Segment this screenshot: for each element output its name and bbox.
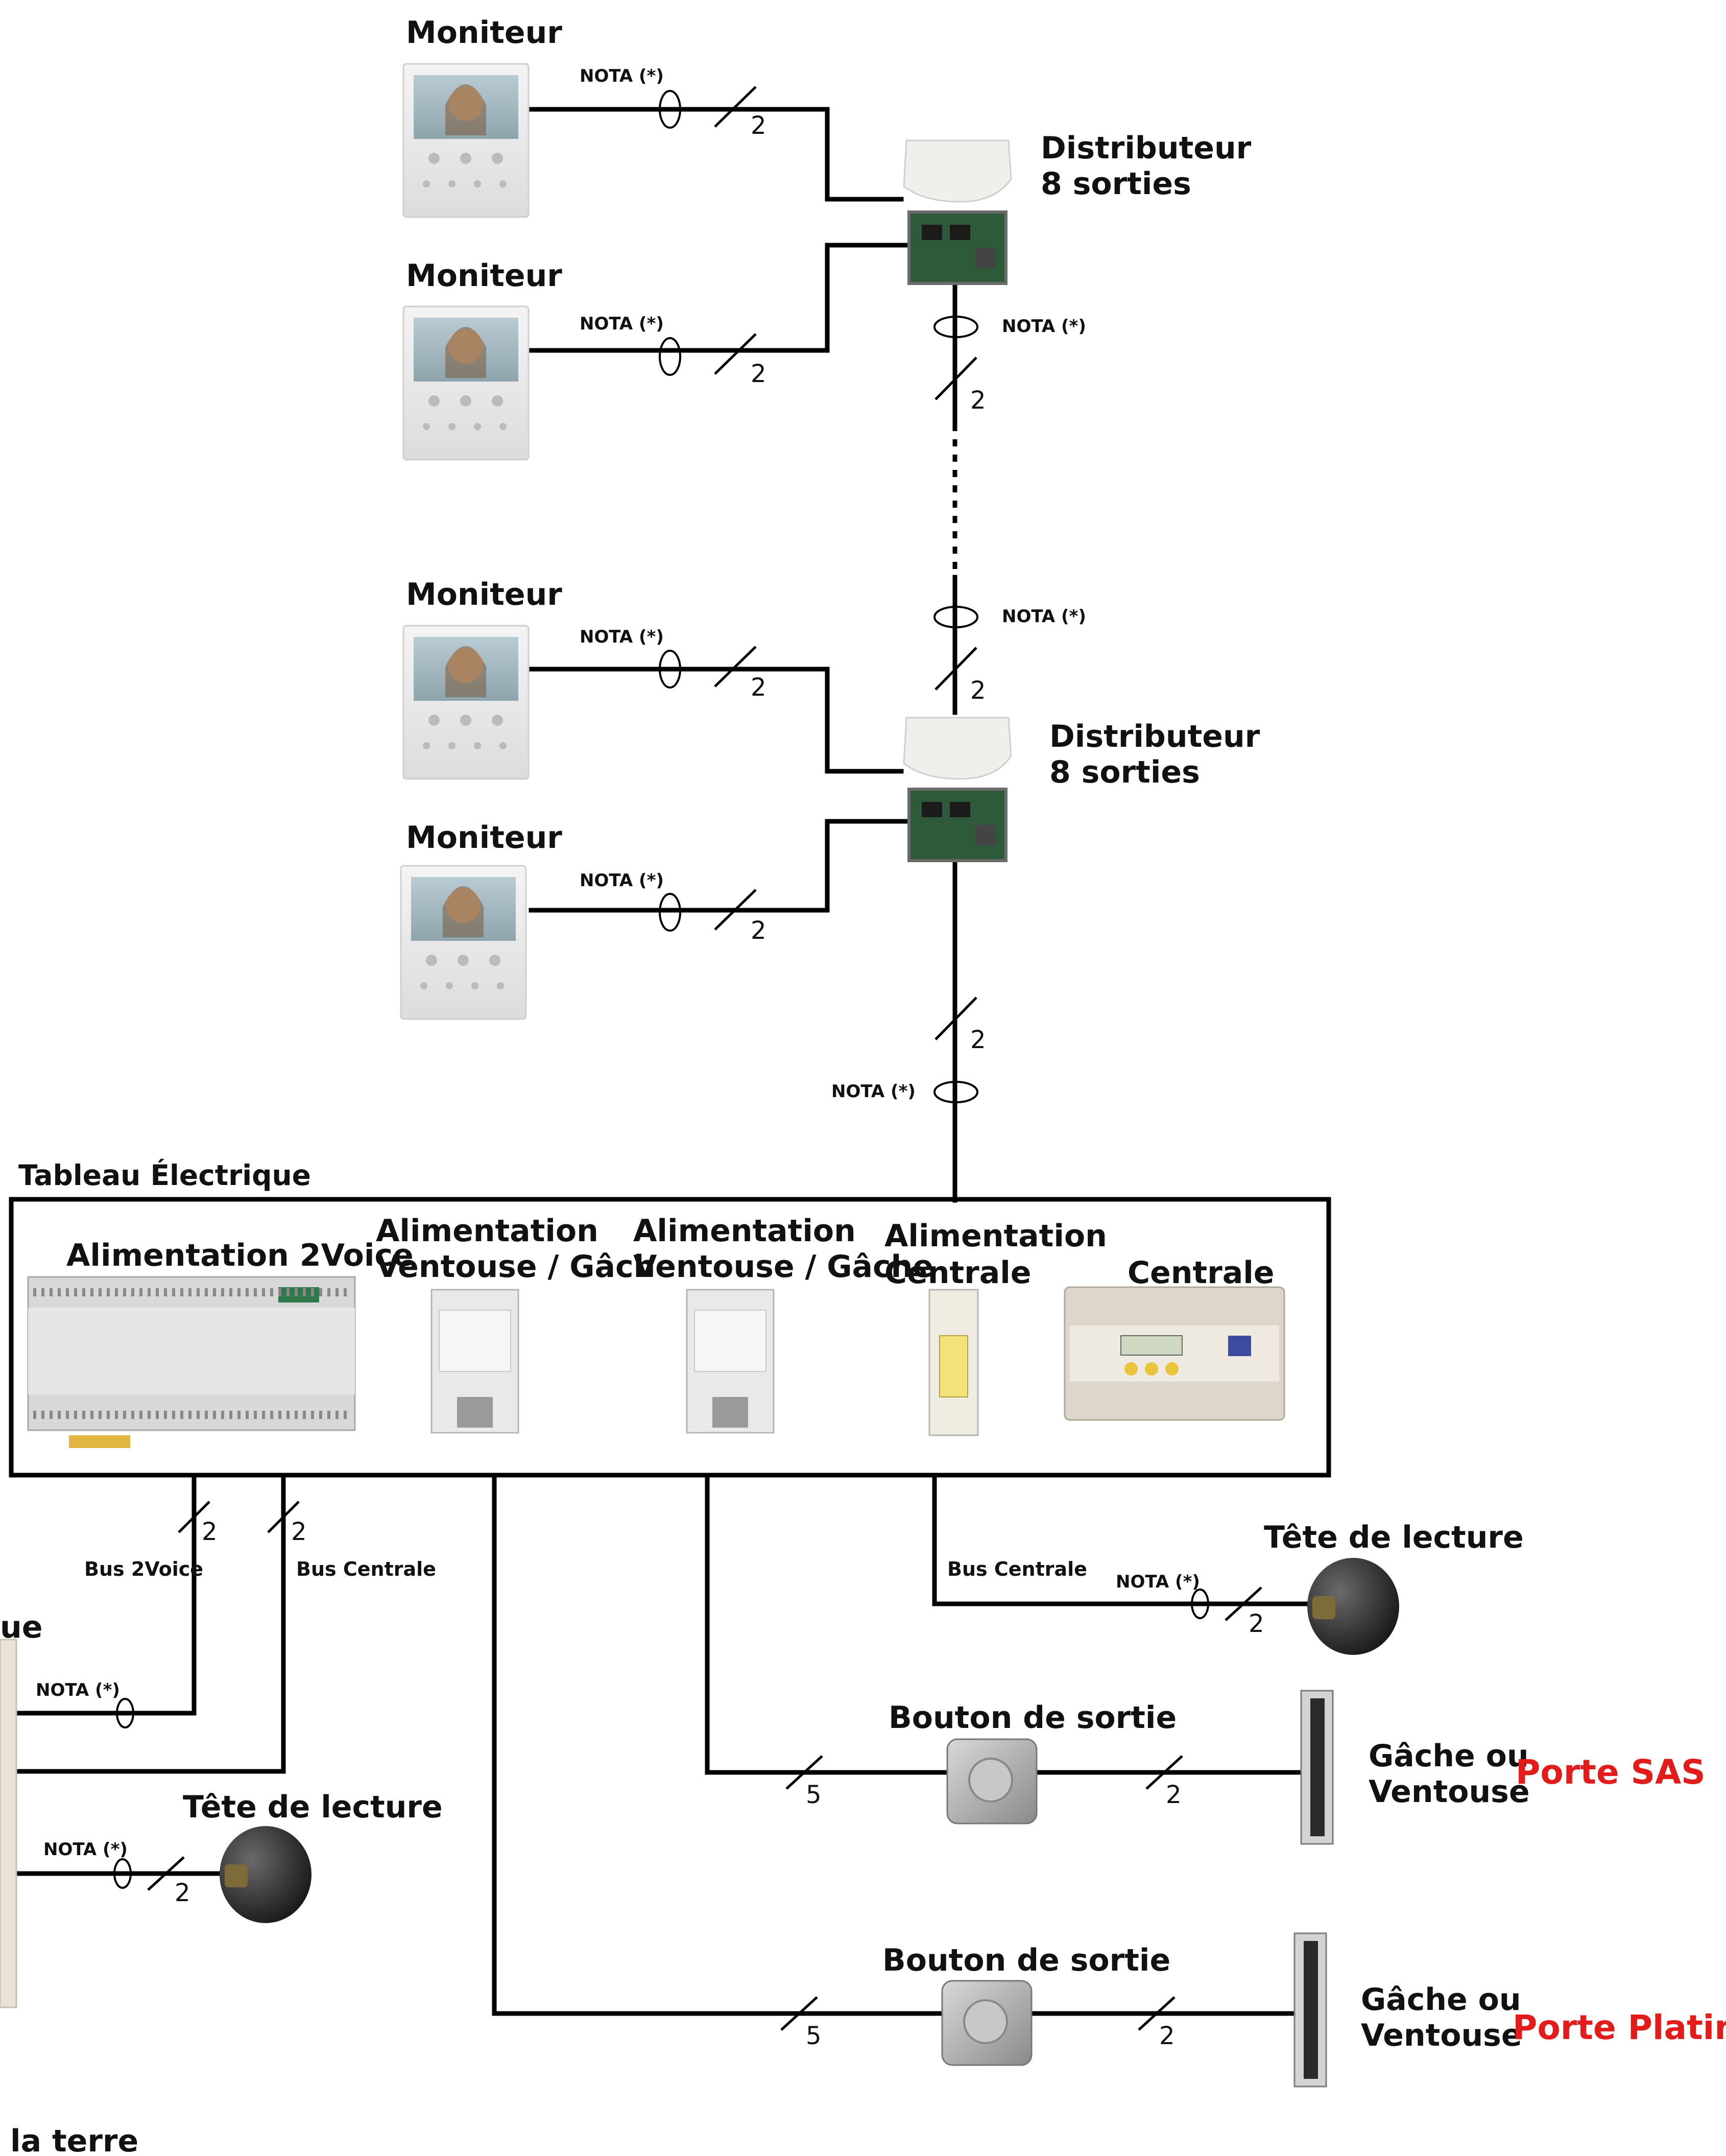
panel-module-label: Alimentation 2Voice	[66, 1238, 414, 1273]
exit-button-label: Bouton de sortie	[882, 1942, 1170, 1978]
card-reader-label: Tête de lecture	[1264, 1520, 1524, 1555]
panel-module-label: Ventouse / Gâche	[633, 1249, 933, 1285]
monitor-label: Moniteur	[406, 258, 562, 294]
magnetic-lock-device	[1293, 1932, 1327, 2088]
lock-power-supply-device	[430, 1289, 519, 1434]
left-unit-edge	[0, 1639, 17, 2008]
electrical-panel-frame	[9, 1197, 1331, 1478]
labels: Tableau Électrique Moniteur NOTA (*) 2 M…	[0, 15, 1726, 2156]
wire-count: 2	[970, 676, 986, 705]
controller-device	[1064, 1286, 1285, 1421]
nota-label: NOTA (*)	[580, 314, 664, 334]
nota-label: NOTA (*)	[580, 627, 664, 647]
exit-button-device	[941, 1980, 1033, 2066]
monitor-label: Moniteur	[406, 577, 562, 612]
wire-count: 2	[291, 1518, 307, 1546]
wire-count: 2	[751, 916, 766, 945]
distributor-label-line2: 8 sorties	[1041, 166, 1191, 202]
monitor-device	[402, 305, 530, 461]
nota-label: NOTA (*)	[580, 870, 664, 891]
wire-count: 2	[175, 1879, 190, 1907]
nota-label: NOTA (*)	[36, 1680, 120, 1700]
nota-label: NOTA (*)	[1002, 606, 1086, 627]
panel-module-label: Centrale	[884, 1255, 1031, 1291]
right-card-reader-device	[1307, 1558, 1399, 1655]
wire-count: 2	[751, 111, 766, 140]
wire-count: 2	[970, 1026, 986, 1054]
panel-module-label: Alimentation	[884, 1218, 1107, 1254]
lock-label-line2: Ventouse	[1361, 2018, 1522, 2053]
distributor-label-line2: 8 sorties	[1049, 754, 1200, 790]
nota-label: NOTA (*)	[43, 1839, 128, 1860]
exit-button-device	[946, 1738, 1038, 1825]
nota-label: NOTA (*)	[831, 1081, 916, 1102]
wire-markers	[113, 86, 1262, 2031]
distributor-device	[903, 717, 1012, 862]
diagram-title: Tableau Électrique	[18, 1158, 311, 1192]
door-label: Porte SAS	[1516, 1752, 1706, 1792]
distributor-device	[903, 139, 1012, 285]
wires	[9, 107, 1331, 2016]
wire-count: 5	[806, 1781, 822, 1809]
wire-count: 2	[202, 1518, 218, 1546]
bus-centrale-label: Bus Centrale	[296, 1558, 436, 1580]
monitor-device	[400, 865, 527, 1020]
monitor-label: Moniteur	[406, 15, 562, 51]
panel-module-label: Alimentation	[633, 1213, 856, 1249]
lock-label-line1: Gâche ou	[1369, 1738, 1529, 1774]
distributor-label-line1: Distributeur	[1041, 130, 1252, 166]
door-label: Porte Platine	[1513, 2008, 1726, 2047]
exit-button-label: Bouton de sortie	[889, 1700, 1177, 1736]
bottom-left-label: la terre	[10, 2123, 138, 2156]
monitor-device	[402, 63, 530, 218]
controller-power-supply-device	[928, 1289, 979, 1436]
left-card-reader-device	[220, 1826, 311, 1923]
bus-centrale-label: Bus Centrale	[947, 1558, 1087, 1580]
wire-count: 2	[970, 386, 986, 415]
power-supply-2voice-device	[27, 1276, 356, 1448]
wire-count: 5	[806, 2022, 822, 2050]
bus-2voice-label: Bus 2Voice	[84, 1558, 203, 1580]
wire-count: 2	[1159, 2022, 1175, 2050]
distributor-label-line1: Distributeur	[1049, 719, 1260, 754]
monitor-device	[402, 625, 530, 780]
panel-module-label: Alimentation	[376, 1213, 598, 1249]
lock-label-line2: Ventouse	[1369, 1774, 1530, 1810]
monitors	[400, 63, 530, 1020]
panel-module-label: Centrale	[1128, 1255, 1274, 1291]
lock-label-line1: Gâche ou	[1361, 1982, 1521, 2018]
left-edge-label: ue	[0, 1609, 42, 1645]
wire-count: 2	[751, 360, 766, 388]
magnetic-lock-device	[1300, 1690, 1334, 1845]
panel-module-label: Ventouse / Gâche	[376, 1249, 676, 1285]
monitor-label: Moniteur	[406, 820, 562, 856]
wire-count: 2	[1249, 1609, 1264, 1638]
lock-power-supply-device	[686, 1289, 775, 1434]
wire-count: 2	[751, 673, 766, 702]
nota-label: NOTA (*)	[1116, 1572, 1200, 1592]
wire-count: 2	[1166, 1781, 1182, 1809]
nota-label: NOTA (*)	[1002, 316, 1086, 337]
nota-label: NOTA (*)	[580, 66, 664, 86]
card-reader-label: Tête de lecture	[183, 1789, 443, 1825]
